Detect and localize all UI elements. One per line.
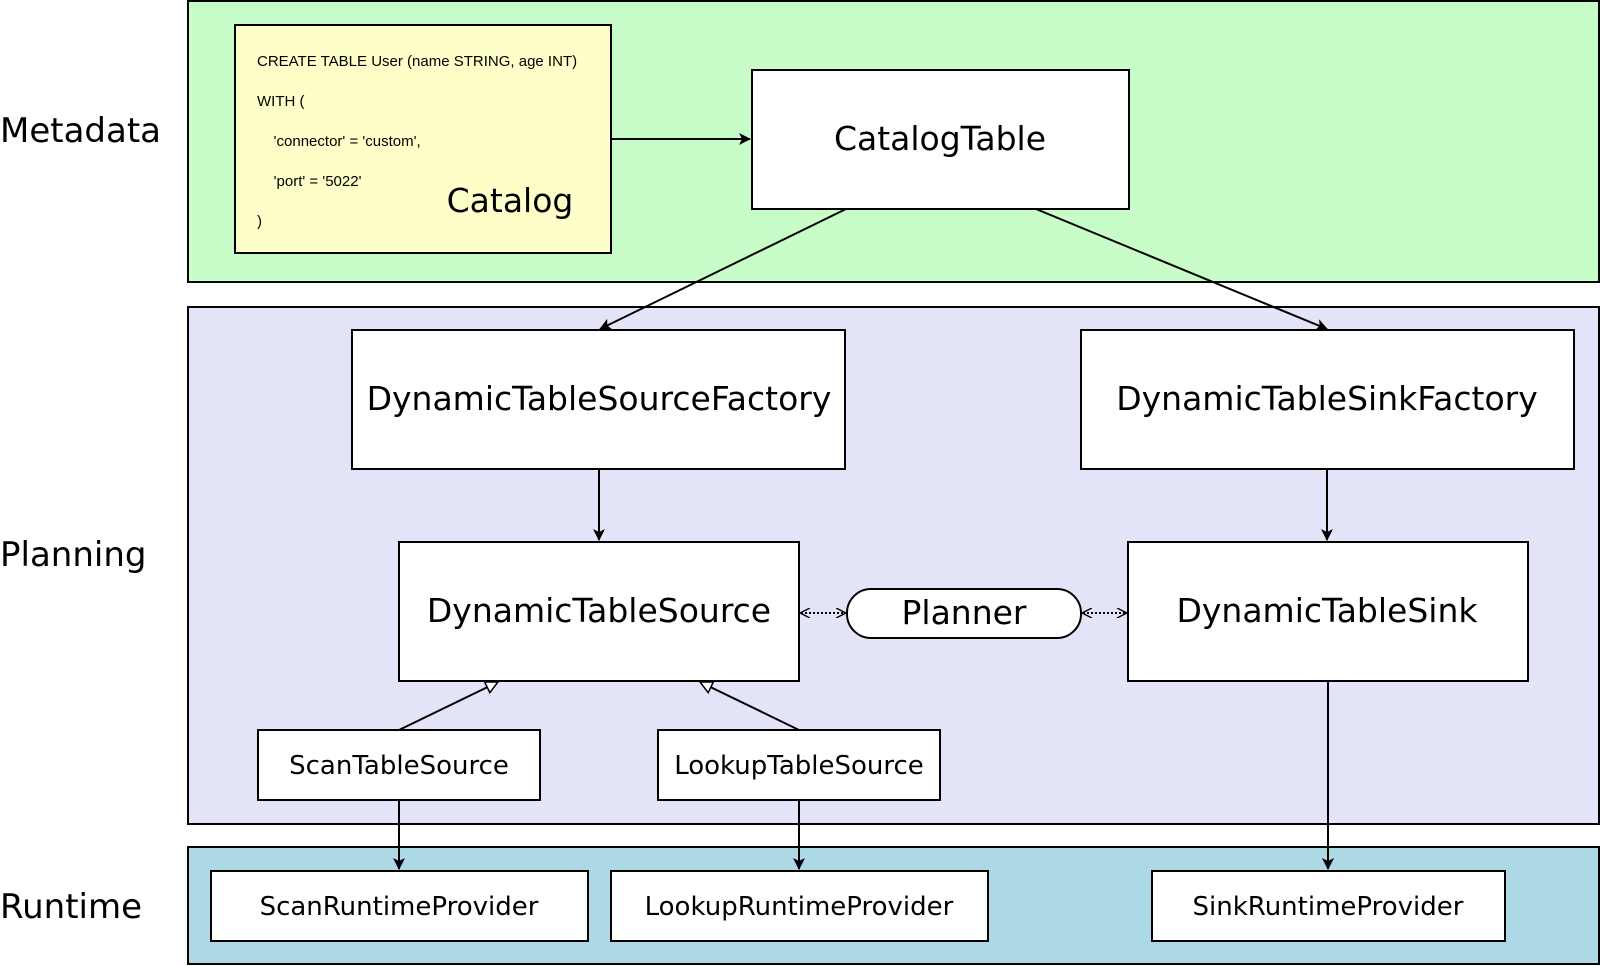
catalog-sql-line-1: CREATE TABLE User (name STRING, age INT): [257, 53, 577, 70]
catalog-note-box: [234, 24, 612, 254]
scan-provider-box: [210, 870, 589, 942]
edge-lookup-source-implements-table-source: [700, 682, 800, 731]
table-source-label: DynamicTableSource: [427, 591, 771, 630]
sink-provider-box: [1151, 870, 1506, 942]
scan-source-node: ScanTableSource: [257, 729, 541, 801]
edge-catalog-table-to-source-factory: [599, 208, 847, 330]
table-source-box: [398, 541, 800, 682]
lookup-source-label: LookupTableSource: [674, 751, 924, 781]
lookup-provider-node: LookupRuntimeProvider: [610, 870, 989, 942]
sink-provider-node: SinkRuntimeProvider: [1151, 870, 1506, 942]
source-factory-label: DynamicTableSourceFactory: [367, 379, 832, 418]
table-sink-node: DynamicTableSink: [1127, 541, 1529, 682]
metadata-layer-label: Metadata: [0, 111, 161, 151]
planner-label: Planner: [902, 593, 1027, 632]
scan-provider-node: ScanRuntimeProvider: [210, 870, 589, 942]
table-source-node: DynamicTableSource: [398, 541, 800, 682]
catalog-table-box: [751, 69, 1130, 210]
catalog-sql-line-3: 'connector' = 'custom',: [257, 133, 421, 150]
edge-catalog-table-to-sink-factory: [1035, 208, 1328, 331]
catalog-sql-line-2: WITH (: [257, 93, 304, 110]
table-sink-label: DynamicTableSink: [1176, 591, 1478, 630]
planning-layer-label: Planning: [0, 535, 146, 575]
source-factory-node: DynamicTableSourceFactory: [351, 329, 846, 470]
table-sink-box: [1127, 541, 1529, 682]
sink-factory-label: DynamicTableSinkFactory: [1116, 379, 1538, 418]
catalog-table-node: CatalogTable: [751, 69, 1130, 210]
planner-box: [846, 588, 1082, 639]
scan-source-label: ScanTableSource: [289, 751, 509, 781]
catalog-note: CREATE TABLE User (name STRING, age INT)…: [234, 24, 612, 254]
lookup-source-node: LookupTableSource: [657, 729, 941, 801]
catalog-sql-line-5: ): [257, 213, 262, 230]
catalog-sql-line-4: 'port' = '5022': [257, 173, 362, 190]
sink-factory-node: DynamicTableSinkFactory: [1080, 329, 1575, 470]
source-factory-box: [351, 329, 846, 470]
catalog-table-label: CatalogTable: [834, 119, 1046, 158]
scan-provider-label: ScanRuntimeProvider: [260, 892, 539, 922]
edge-scan-source-implements-table-source: [398, 682, 498, 731]
lookup-provider-label: LookupRuntimeProvider: [645, 892, 954, 922]
sink-provider-label: SinkRuntimeProvider: [1193, 892, 1464, 922]
lookup-provider-box: [610, 870, 989, 942]
catalog-label: Catalog: [447, 181, 574, 220]
runtime-layer-label: Runtime: [0, 887, 142, 927]
planner-node: Planner: [846, 588, 1082, 639]
